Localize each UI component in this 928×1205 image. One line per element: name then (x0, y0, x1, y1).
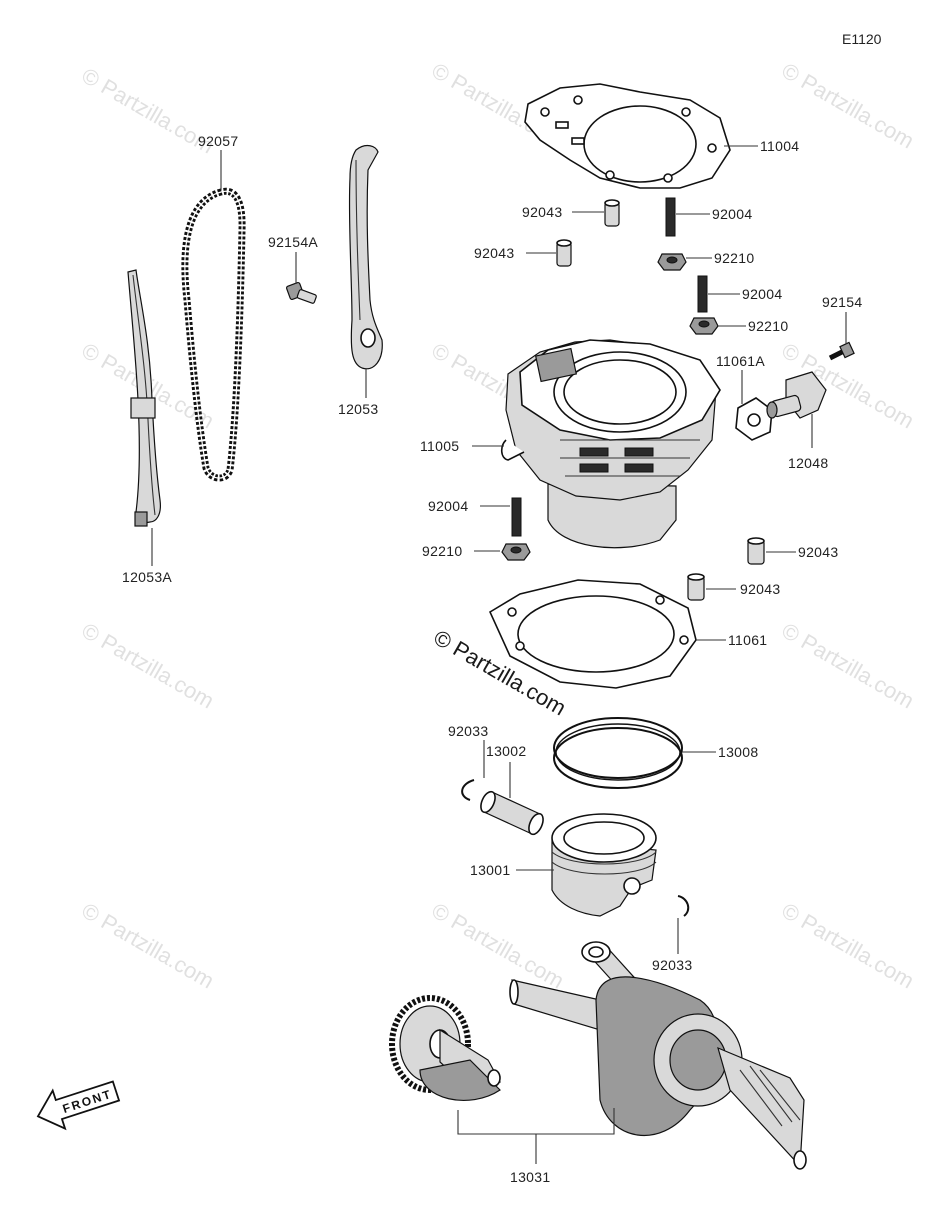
part-label-11061A[interactable]: 11061A (716, 353, 765, 369)
watermark: © Partzilla.com (78, 898, 219, 994)
part-label-92154A[interactable]: 92154A (268, 234, 318, 250)
part-label-13008[interactable]: 13008 (718, 744, 758, 760)
diagram-code: E1120 (842, 31, 882, 47)
cylinder-base-gasket[interactable] (488, 579, 697, 689)
part-label-11005[interactable]: 11005 (420, 438, 459, 454)
crankshaft-assembly[interactable] (389, 941, 807, 1170)
dowel-pin-92043[interactable] (687, 573, 705, 601)
part-label-12048[interactable]: 12048 (788, 455, 828, 471)
part-label-13031[interactable]: 13031 (510, 1169, 550, 1185)
chain-guide-12053a[interactable] (127, 269, 161, 527)
stud-92004[interactable] (665, 197, 676, 237)
part-label-13002[interactable]: 13002 (486, 743, 526, 759)
part-label-11004[interactable]: 11004 (760, 138, 799, 154)
part-label-92033-b[interactable]: 92033 (652, 957, 692, 973)
tensioner-gasket[interactable] (735, 397, 773, 441)
part-label-92004-c[interactable]: 92004 (428, 498, 468, 514)
watermark: © Partzilla.com (428, 898, 569, 994)
dowel-pin-92043[interactable] (556, 239, 572, 267)
part-label-92004-b[interactable]: 92004 (742, 286, 782, 302)
dowel-pin-92043[interactable] (747, 537, 765, 565)
watermark: © Partzilla.com (778, 898, 919, 994)
part-label-92043-b[interactable]: 92043 (474, 245, 514, 261)
part-label-92043-c[interactable]: 92043 (798, 544, 838, 560)
part-label-11061[interactable]: 11061 (728, 632, 767, 648)
nut-92210[interactable] (501, 543, 531, 561)
part-label-92043-d[interactable]: 92043 (740, 581, 780, 597)
stud-92004[interactable] (511, 497, 522, 537)
piston[interactable] (551, 813, 657, 917)
chain-guide-12053[interactable] (348, 144, 383, 370)
part-label-92210-c[interactable]: 92210 (422, 543, 462, 559)
cylinder-head-gasket[interactable] (524, 83, 731, 189)
part-label-92210-b[interactable]: 92210 (748, 318, 788, 334)
chain-tensioner[interactable] (766, 371, 827, 419)
dowel-pin-92043[interactable] (604, 199, 620, 227)
cylinder-block[interactable] (500, 339, 721, 549)
stud-92004[interactable] (697, 275, 708, 313)
front-direction-arrow: FRONT (36, 1080, 121, 1131)
part-label-12053[interactable]: 12053 (338, 401, 378, 417)
part-label-92154[interactable]: 92154 (822, 294, 862, 310)
part-label-92043-a[interactable]: 92043 (522, 204, 562, 220)
bolt-92154a[interactable] (285, 281, 317, 304)
part-label-92057[interactable]: 92057 (198, 133, 238, 149)
cam-chain[interactable] (181, 187, 246, 482)
part-label-12053A[interactable]: 12053A (122, 569, 172, 585)
part-label-92033-a[interactable]: 92033 (448, 723, 488, 739)
circlip-92033[interactable] (461, 779, 475, 801)
watermark: © Partzilla.com (78, 618, 219, 714)
leader-line (457, 1108, 615, 1135)
part-label-92004-a[interactable]: 92004 (712, 206, 752, 222)
circlip-92033[interactable] (677, 895, 690, 917)
part-label-13001[interactable]: 13001 (470, 862, 510, 878)
piston-ring-set[interactable] (553, 717, 683, 789)
nut-92210[interactable] (657, 253, 687, 271)
bolt-92154[interactable] (828, 341, 855, 361)
piston-pin[interactable] (478, 790, 546, 837)
watermark: © Partzilla.com (778, 618, 919, 714)
nut-92210[interactable] (689, 317, 719, 335)
part-label-92210-a[interactable]: 92210 (714, 250, 754, 266)
